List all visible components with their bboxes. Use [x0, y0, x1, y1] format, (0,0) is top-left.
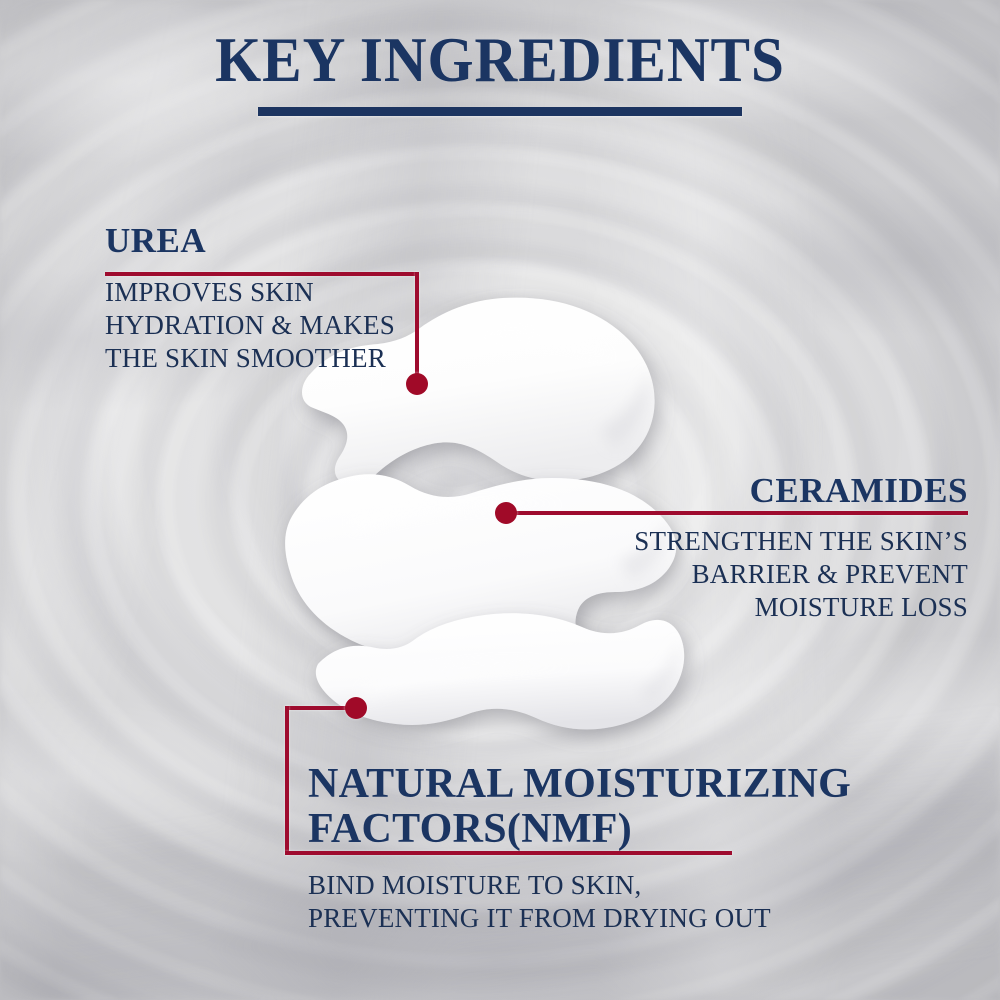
leader-line-ceramides-horizontal — [512, 511, 968, 515]
annotation-nmf-body: BIND MOISTURE TO SKIN, PREVENTING IT FRO… — [308, 869, 851, 935]
leader-line-nmf-horizontal-top — [285, 706, 357, 710]
title-underline-rule — [258, 107, 742, 116]
annotation-urea-body-line-3: THE SKIN SMOOTHER — [105, 342, 386, 373]
annotation-ceramides-body: STRENGTHEN THE SKIN’S BARRIER & PREVENT … — [634, 525, 968, 624]
annotation-urea: UREA IMPROVES SKIN HYDRATION & MAKES THE… — [105, 222, 395, 375]
annotation-nmf-heading-line-1: NATURAL MOISTURIZING — [308, 761, 852, 807]
annotation-urea-body-line-1: IMPROVES SKIN — [105, 277, 314, 308]
leader-line-urea-vertical — [415, 272, 419, 386]
marker-dot-ceramides — [495, 502, 517, 524]
annotation-nmf: NATURAL MOISTURIZING FACTORS(NMF) BIND M… — [308, 762, 851, 935]
cream-lobe-bottom — [315, 613, 685, 730]
marker-dot-urea — [406, 373, 428, 395]
annotation-ceramides-heading: CERAMIDES — [749, 471, 968, 510]
annotation-nmf-heading-line-2: FACTORS(NMF) — [308, 805, 633, 852]
annotation-ceramides-body-line-3: MOISTURE LOSS — [754, 591, 968, 622]
page-title: KEY INGREDIENTS — [215, 25, 785, 95]
annotation-urea-body-line-2: HYDRATION & MAKES — [105, 310, 395, 341]
annotation-ceramides-body-line-1: STRENGTHEN THE SKIN’S — [634, 526, 968, 557]
leader-line-nmf-vertical — [285, 706, 289, 855]
annotation-ceramides-body-line-2: BARRIER & PREVENT — [691, 559, 968, 590]
annotation-urea-heading: UREA — [105, 221, 207, 260]
annotation-nmf-body-line-2: PREVENTING IT FROM DRYING OUT — [308, 902, 771, 933]
annotation-ceramides: CERAMIDES STRENGTHEN THE SKIN’S BARRIER … — [634, 472, 968, 624]
leader-line-urea-horizontal — [105, 272, 419, 276]
annotation-nmf-heading: NATURAL MOISTURIZING FACTORS(NMF) — [308, 762, 851, 851]
marker-dot-nmf — [345, 697, 367, 719]
leader-line-nmf-horizontal-bottom — [285, 851, 732, 855]
annotation-urea-body: IMPROVES SKIN HYDRATION & MAKES THE SKIN… — [105, 276, 395, 375]
annotation-nmf-body-line-1: BIND MOISTURE TO SKIN, — [308, 870, 642, 901]
cream-lobe-middle — [285, 474, 677, 675]
